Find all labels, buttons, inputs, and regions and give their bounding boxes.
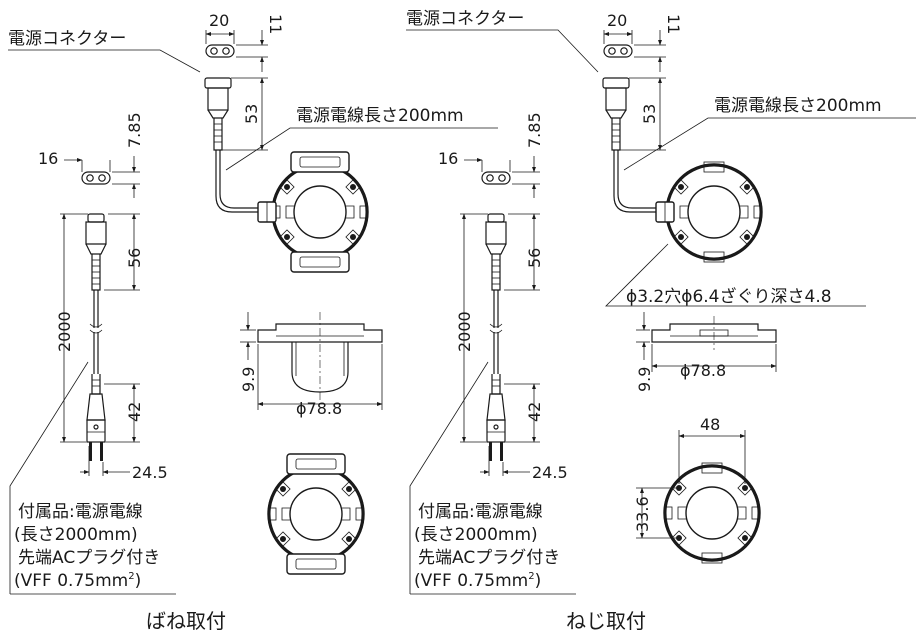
dim-conn-height: 11 [266, 14, 285, 34]
connector-side-view-screw [602, 77, 660, 213]
caption-screw-mount: ねじ取付 [566, 609, 646, 633]
plug-top-view-screw [481, 171, 511, 185]
dim-cord-total: 2000 [55, 311, 74, 352]
accessory-leader [9, 361, 89, 594]
dim-cord-total-screw: 2000 [455, 311, 474, 352]
accessory-line-3-screw: 先端ACプラグ付き [418, 548, 560, 568]
connector-leader [8, 49, 201, 73]
connector-label: 電源コネクター [8, 29, 126, 49]
accessory-leader-screw [409, 361, 489, 594]
connector-label-screw: 電源コネクター [406, 9, 524, 29]
accessory-line-1-screw: 付属品:電源電線 [418, 502, 543, 522]
dim-plug-width: 16 [38, 149, 58, 168]
connector-top-view [205, 44, 235, 58]
dim-conn-width: 20 [209, 11, 229, 30]
dim-plug-prong-screw: 42 [525, 402, 544, 422]
spring-base-top-view [270, 150, 370, 274]
plug-cord-view-screw [485, 213, 507, 462]
dim-base-height-screw: 9.9 [635, 367, 654, 392]
counterbore-label: ϕ3.2穴ϕ6.4ざぐり深さ4.8 [626, 286, 832, 307]
dim-conn-length-screw: 53 [640, 104, 659, 124]
dim-conn-width-screw: 20 [607, 11, 627, 30]
screw-base-side-view [651, 316, 777, 350]
dim-hole-pitch-x: 48 [700, 415, 720, 434]
plug-cord-view [85, 213, 107, 462]
screw-base-top-view [664, 160, 764, 264]
dim-plug-height-screw: 7.85 [525, 112, 544, 148]
plug-top-view [81, 171, 111, 185]
cord-length-leader [225, 127, 498, 171]
dim-base-height-spring: 9.9 [239, 367, 258, 392]
dim-plug-depth-screw: 24.5 [532, 463, 568, 482]
dim-conn-length: 53 [242, 104, 261, 124]
spring-base-side-view [257, 312, 383, 400]
connector-side-view [204, 77, 262, 213]
screw-base-bottom-view [662, 461, 762, 565]
dim-plug-prong: 42 [125, 402, 144, 422]
connector-top-view-screw [603, 44, 633, 58]
cord-length-leader-screw [623, 117, 916, 171]
screw-mount-group: 電源コネクター 20 11 53 電源電線長さ200 [406, 9, 916, 633]
dim-base-diameter-screw: ϕ78.8 [680, 361, 726, 380]
spring-base-bottom-view [266, 452, 366, 576]
dim-plug-height: 7.85 [125, 112, 144, 148]
dim-plug-depth: 24.5 [132, 463, 168, 482]
dim-base-diameter-spring: ϕ78.8 [296, 399, 342, 418]
dim-conn-height-screw: 11 [664, 14, 683, 34]
spring-mount-group: 電源コネクター 20 11 53 電源電線長さ200 [8, 11, 498, 633]
accessory-line-2: (長さ2000mm) [14, 525, 138, 545]
accessory-line-1: 付属品:電源電線 [18, 502, 143, 522]
accessory-line-4: (VFF 0.75mm2) [14, 571, 141, 591]
dim-hole-pitch-y: 33.6 [633, 496, 652, 532]
accessory-line-4-screw: (VFF 0.75mm2) [414, 571, 541, 591]
accessory-line-2-screw: (長さ2000mm) [414, 525, 538, 545]
dim-plug-body: 56 [125, 248, 144, 268]
cord-length-label: 電源電線長さ200mm [296, 106, 464, 126]
counterbore-leader [605, 243, 866, 307]
cord-length-label-screw: 電源電線長さ200mm [714, 96, 882, 116]
dim-plug-body-screw: 56 [525, 248, 544, 268]
caption-spring-mount: ばね取付 [146, 609, 226, 633]
connector-leader-screw [406, 29, 599, 73]
dim-plug-width-screw: 16 [438, 149, 458, 168]
accessory-line-3: 先端ACプラグ付き [18, 548, 160, 568]
